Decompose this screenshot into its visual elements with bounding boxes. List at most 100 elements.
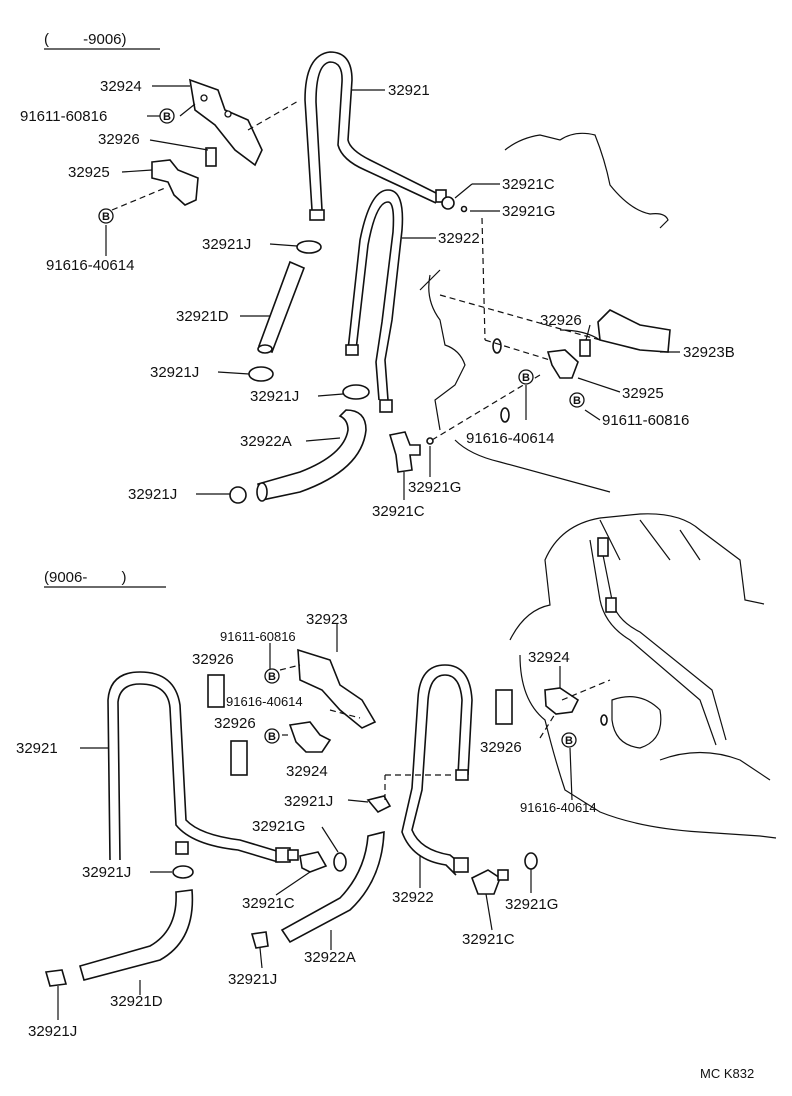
bolt-marker-top-2: B bbox=[98, 208, 114, 224]
leader-lines-bottom bbox=[57, 624, 611, 1020]
label-32926-b1: 32926 bbox=[192, 651, 234, 668]
gasket-32921G-icon-b1 bbox=[333, 852, 347, 872]
label-32926-right: 32926 bbox=[540, 312, 582, 329]
label-32921D-b: 32921D bbox=[110, 993, 163, 1010]
hose-end-fitting-icon bbox=[309, 209, 325, 221]
svg-text:B: B bbox=[565, 735, 573, 747]
clamp-32921J-icon-2 bbox=[248, 366, 274, 382]
label-32921C-lower: 32921C bbox=[372, 503, 425, 520]
clamp-32921J-icon-b3 bbox=[250, 931, 269, 949]
label-32921J-b2: 32921J bbox=[82, 864, 131, 881]
tube-32926-icon bbox=[205, 147, 217, 167]
label-32923B: 32923B bbox=[683, 344, 735, 361]
clamp-32921J-icon-b1 bbox=[366, 795, 392, 813]
label-32924-b1: 32924 bbox=[286, 763, 328, 780]
clamp-32921J-icon-b4 bbox=[44, 969, 68, 987]
gasket-32921G-icon-b2 bbox=[524, 852, 538, 870]
label-32921D: 32921D bbox=[176, 308, 229, 325]
label-32925: 32925 bbox=[68, 164, 110, 181]
label-32921G-b2: 32921G bbox=[505, 896, 558, 913]
hose-32921D-icon bbox=[257, 260, 306, 354]
svg-text:B: B bbox=[163, 111, 171, 123]
svg-text:B: B bbox=[573, 395, 581, 407]
label-32921J-4: 32921J bbox=[128, 486, 177, 503]
label-32921G-upper: 32921G bbox=[502, 203, 555, 220]
label-32926-b3: 32926 bbox=[480, 739, 522, 756]
hose-32922A-icon-bottom bbox=[280, 830, 385, 944]
clamp-32921J-icon-b2 bbox=[172, 865, 194, 879]
label-91616-40614-right: 91616-40614 bbox=[466, 430, 554, 447]
label-32921J-b1: 32921J bbox=[284, 793, 333, 810]
label-32921J-b3: 32921J bbox=[228, 971, 277, 988]
hose-32921D-icon-bottom bbox=[79, 889, 194, 981]
svg-text:B: B bbox=[268, 671, 276, 683]
top-range-label: ( -9006) bbox=[44, 31, 127, 48]
top-section: ( -9006) bbox=[20, 31, 735, 520]
label-32926: 32926 bbox=[98, 131, 140, 148]
tube-32926-icon-1 bbox=[207, 674, 225, 708]
clip-32924-icon-2 bbox=[544, 687, 580, 715]
label-91611-60816: 91611-60816 bbox=[20, 108, 107, 125]
union-32921C-icon-upper bbox=[441, 196, 455, 210]
bracket-32923B-icon bbox=[597, 309, 671, 353]
label-32921J-3: 32921J bbox=[250, 388, 299, 405]
union-32921C-icon-b1 bbox=[299, 851, 328, 873]
label-32921C-b2: 32921C bbox=[462, 931, 515, 948]
hose-32922-bottom bbox=[401, 664, 473, 876]
label-91611-60816-right: 91611-60816 bbox=[602, 412, 689, 429]
label-32921G-b1: 32921G bbox=[252, 818, 305, 835]
label-91611-60816-b: 91611-60816 bbox=[220, 629, 296, 644]
label-32922: 32922 bbox=[438, 230, 480, 247]
bolt-marker-top-3: B bbox=[518, 369, 534, 385]
gasket-32921G-icon-lower bbox=[426, 437, 434, 445]
clip-32925-icon bbox=[151, 159, 199, 206]
bracket-32923-icon bbox=[297, 648, 377, 729]
diagram-code: MC K832 bbox=[700, 1066, 754, 1081]
label-32921-b: 32921 bbox=[16, 740, 58, 757]
union-32921C-icon-top bbox=[388, 431, 421, 473]
label-91616-40614-b2: 91616-40614 bbox=[520, 800, 597, 815]
bottom-range-label: (9006- ) bbox=[44, 569, 127, 586]
hose-32921-top bbox=[304, 51, 447, 221]
engine-outline-bottom bbox=[509, 513, 777, 839]
bolt-marker-bottom-1: B bbox=[264, 668, 280, 684]
gasket-32921G-icon-upper bbox=[460, 205, 468, 213]
bolt-marker-top-1: B bbox=[159, 108, 175, 124]
label-32922A-b: 32922A bbox=[304, 949, 356, 966]
bolt-marker-top-4: B bbox=[569, 392, 585, 408]
label-32923: 32923 bbox=[306, 611, 348, 628]
union-32921C-icon-b2 bbox=[470, 869, 501, 895]
engine-outline-top bbox=[419, 132, 669, 493]
bolt-marker-bottom-3: B bbox=[561, 732, 577, 748]
clip-32924-icon-1 bbox=[288, 721, 332, 753]
hose-32922A-icon bbox=[257, 409, 367, 501]
clamp-32921J-icon-4 bbox=[229, 486, 247, 504]
label-32922-b: 32922 bbox=[392, 889, 434, 906]
label-32922A: 32922A bbox=[240, 433, 292, 450]
label-32921G-lower: 32921G bbox=[408, 479, 461, 496]
label-32924: 32924 bbox=[100, 78, 142, 95]
leader-lines-top bbox=[105, 85, 680, 500]
label-32926-b2: 32926 bbox=[214, 715, 256, 732]
svg-text:B: B bbox=[268, 731, 276, 743]
clamp-32921J-icon-3 bbox=[342, 384, 370, 400]
label-32921C-b1: 32921C bbox=[242, 895, 295, 912]
label-32925-right: 32925 bbox=[622, 385, 664, 402]
label-32924-b2: 32924 bbox=[528, 649, 570, 666]
bolt-marker-bottom-2: B bbox=[264, 728, 280, 744]
label-32921J-1: 32921J bbox=[202, 236, 251, 253]
hose-32921-bottom bbox=[107, 671, 299, 863]
label-91616-40614: 91616-40614 bbox=[46, 257, 134, 274]
hose-32922-top bbox=[345, 189, 404, 413]
bracket-32924-icon bbox=[188, 78, 263, 167]
bottom-section: (9006- ) bbox=[16, 513, 777, 1081]
label-91616-40614-b1: 91616-40614 bbox=[226, 694, 303, 709]
svg-text:B: B bbox=[102, 211, 110, 223]
label-32921C-upper: 32921C bbox=[502, 176, 555, 193]
svg-text:B: B bbox=[522, 372, 530, 384]
label-32921: 32921 bbox=[388, 82, 430, 99]
tube-32926-icon-2 bbox=[230, 740, 248, 776]
clamp-32921J-icon-1 bbox=[296, 240, 322, 254]
clip-32925-icon-right bbox=[546, 349, 579, 379]
